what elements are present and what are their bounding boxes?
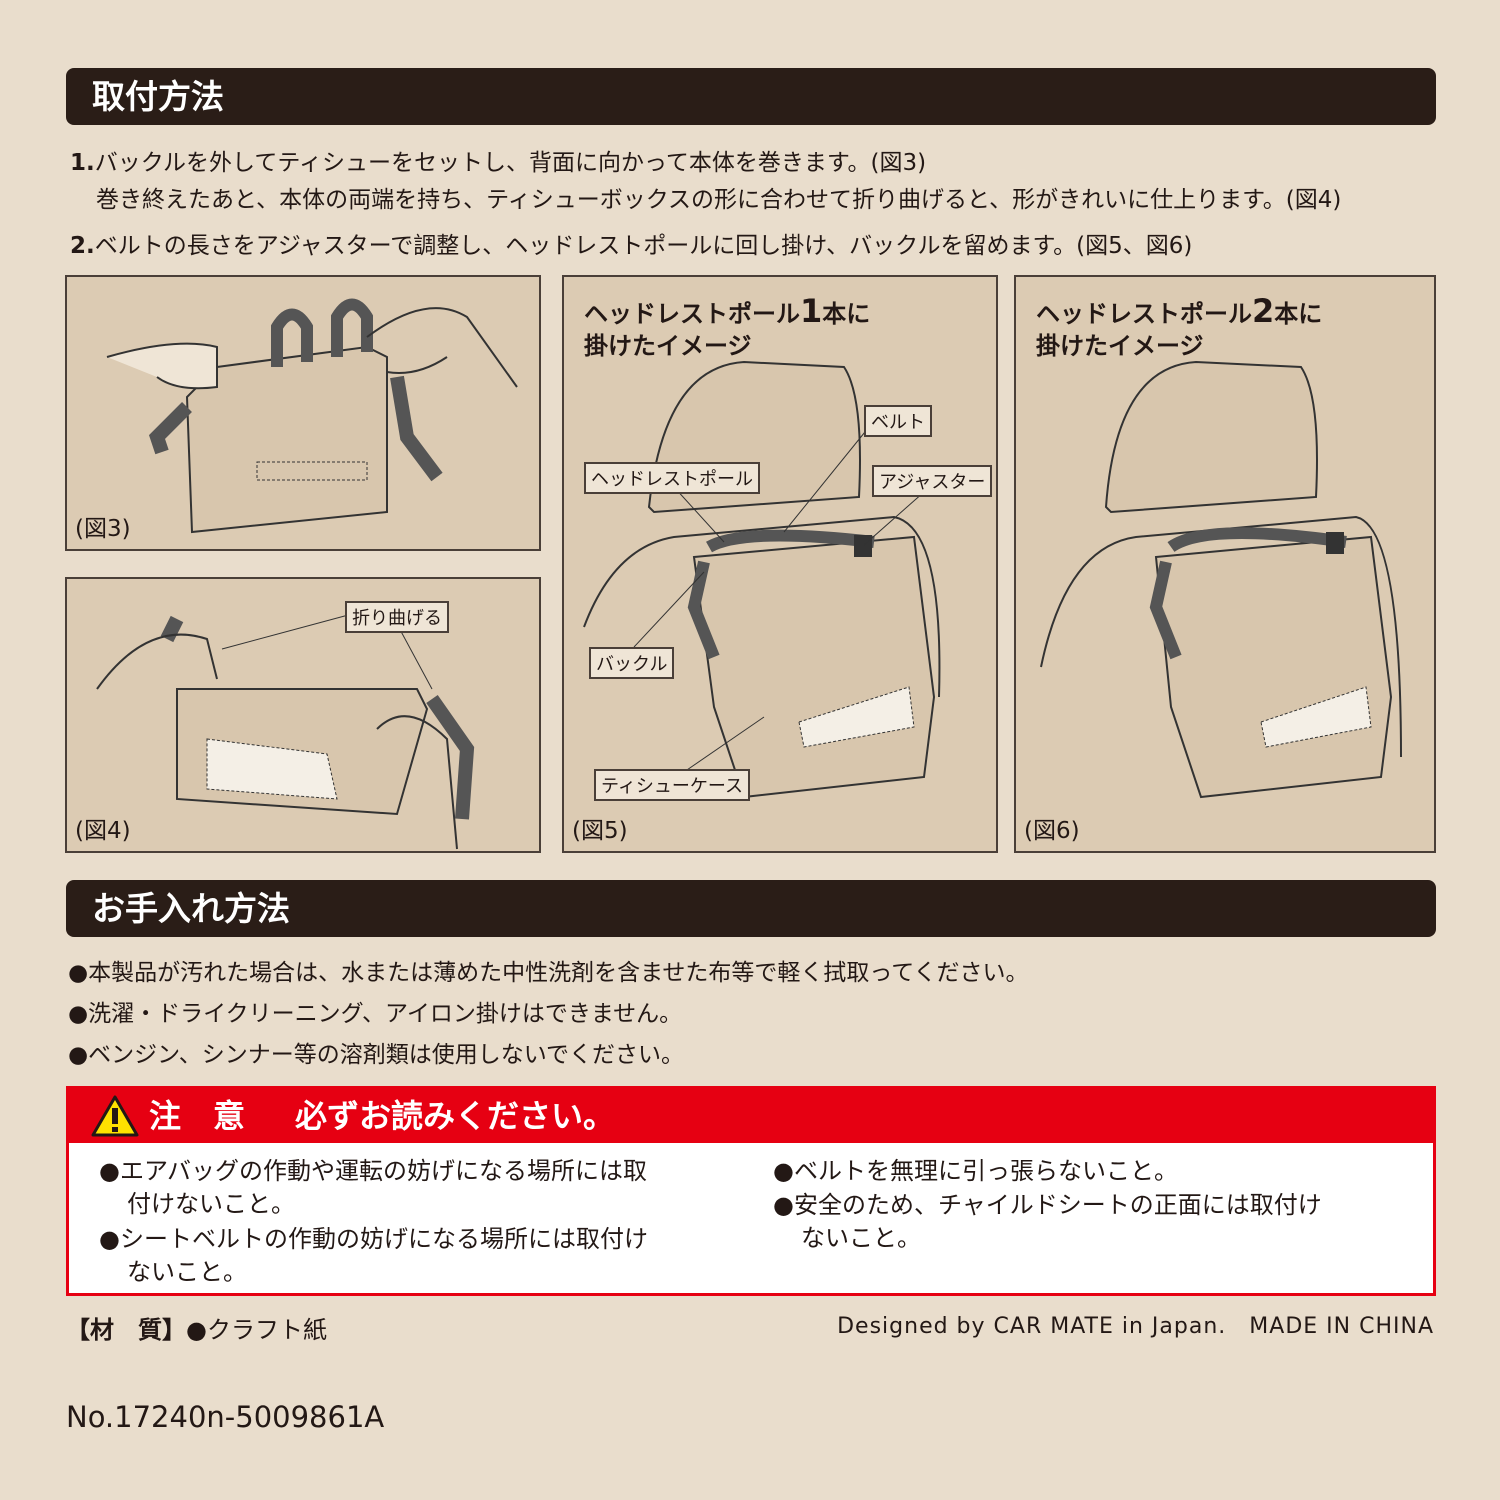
section-header-installation: 取付方法 [66,68,1436,125]
figure-label: (図4) [75,818,131,844]
care-item: ●ベンジン、シンナー等の溶剤類は使用しないでください。 [68,1042,684,1068]
step-2: 2.ベルトの長さをアジャスターで調整し、ヘッドレストポールに回し掛け、バックルを… [70,226,1192,260]
figure-title: ヘッドレストポール1本に掛けたイメージ [584,292,871,360]
product-number: No.17240n-5009861A [66,1400,385,1434]
material: 【材 質】●クラフト紙 [66,1316,327,1344]
headrest-one-pole-illustration [583,360,941,799]
figure-6: ヘッドレストポール2本に掛けたイメージ (図6) [1014,275,1436,853]
tissue-case-wrapping-illustration [106,298,518,534]
caution-item: ●シートベルトの作動の妨げになる場所には取付けないこと。 [99,1225,648,1286]
callout-belt: ベルト [864,405,932,437]
caution-header: 注 意 必ずお読みください。 [69,1089,1433,1143]
figure-label: (図6) [1024,818,1080,844]
step-number: 1. [70,150,95,176]
callout-fold: 折り曲げる [345,601,449,633]
caution-subtitle: 必ずお読みください。 [295,1097,616,1135]
section-header-care: お手入れ方法 [66,880,1436,937]
figure-title: ヘッドレストポール2本に掛けたイメージ [1036,292,1323,360]
warning-triangle-icon [91,1095,139,1137]
care-item: ●洗濯・ドライクリーニング、アイロン掛けはできません。 [68,1001,683,1027]
callout-tissue-case: ティシューケース [594,769,751,801]
caution-item: ●エアバッグの作動や運転の妨げになる場所には取付けないこと。 [99,1157,647,1218]
tissue-case-folding-illustration [96,613,475,850]
step-text: バックルを外してティシューをセットし、背面に向かって本体を巻きます。(図3) [94,150,927,176]
callout-buckle: バックル [589,647,675,679]
figure-4: 折り曲げる (図4) [65,577,541,853]
caution-item: ●安全のため、チャイルドシートの正面には取付けないこと。 [773,1191,1322,1252]
step-number: 2. [70,233,95,259]
figure-5: ヘッドレストポール1本に掛けたイメージ ベルト ヘッドレストポール アジャスター… [562,275,998,853]
step-1: 1.バックルを外してティシューをセットし、背面に向かって本体を巻きます。(図3) [70,143,926,177]
figure-3: (図3) [65,275,541,551]
callout-headrest-pole: ヘッドレストポール [584,462,760,494]
caution-item: ●ベルトを無理に引っ張らないこと。 [773,1157,1178,1185]
step-1-cont: 巻き終えたあと、本体の両端を持ち、ティシューボックスの形に合わせて折り曲げると、… [96,187,1342,213]
headrest-two-poles-illustration [1040,360,1402,799]
care-item: ●本製品が汚れた場合は、水または薄めた中性洗剤を含ませた布等で軽く拭取ってくださ… [68,960,1029,986]
caution-title: 注 意 [149,1097,246,1135]
caution-box: 注 意 必ずお読みください。 ●エアバッグの作動や運転の妨げになる場所には取付けな… [66,1086,1436,1296]
figure-label: (図5) [572,818,628,844]
designed-by: Designed by CAR MATE in Japan. MADE IN C… [837,1314,1434,1339]
figure-label: (図3) [75,516,131,542]
callout-adjuster: アジャスター [872,465,993,497]
step-text: ベルトの長さをアジャスターで調整し、ヘッドレストポールに回し掛け、バックルを留め… [94,233,1193,259]
